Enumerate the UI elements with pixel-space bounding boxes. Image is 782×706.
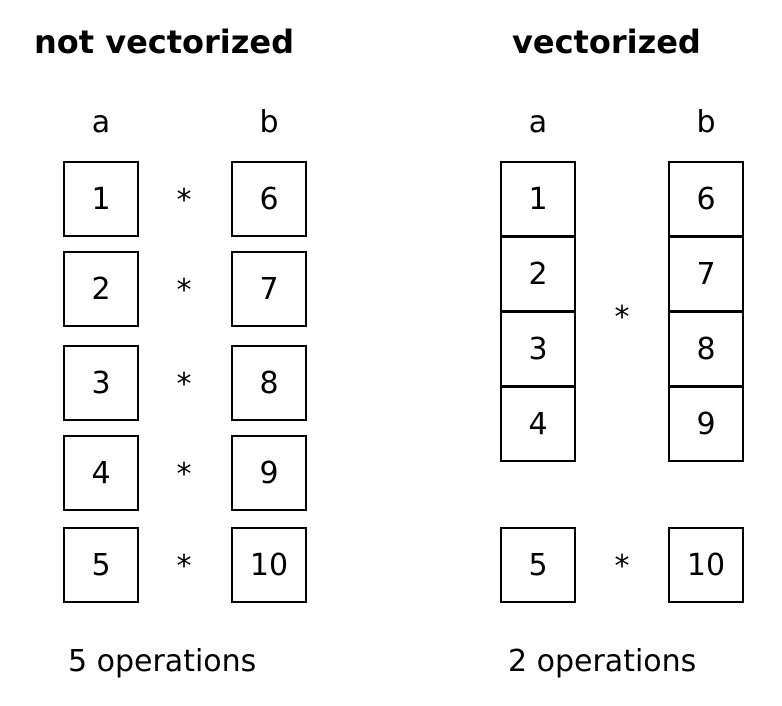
right-b-cell: 7 xyxy=(668,236,744,312)
caption-left: 5 operations xyxy=(68,644,257,679)
right-a-cell: 3 xyxy=(500,311,576,387)
multiply-operator: * xyxy=(176,183,192,218)
right-col-a-label: a xyxy=(528,105,548,140)
caption-right: 2 operations xyxy=(508,644,697,679)
right-a-cell: 2 xyxy=(500,236,576,312)
right-b-cell: 8 xyxy=(668,311,744,387)
left-b-cell: 9 xyxy=(231,435,307,511)
right-b-cell: 6 xyxy=(668,161,744,237)
left-a-cell: 1 xyxy=(63,161,139,237)
left-col-b-label: b xyxy=(259,105,279,140)
right-b-cell: 10 xyxy=(668,527,744,603)
right-a-cell: 1 xyxy=(500,161,576,237)
left-a-cell: 5 xyxy=(63,527,139,603)
title-not-vectorized: not vectorized xyxy=(34,23,294,61)
right-a-cell: 4 xyxy=(500,386,576,462)
right-a-cell: 5 xyxy=(500,527,576,603)
multiply-operator: * xyxy=(176,549,192,584)
left-a-cell: 3 xyxy=(63,345,139,421)
left-b-cell: 10 xyxy=(231,527,307,603)
left-a-cell: 2 xyxy=(63,251,139,327)
left-b-cell: 8 xyxy=(231,345,307,421)
multiply-operator: * xyxy=(176,457,192,492)
right-b-cell: 9 xyxy=(668,386,744,462)
left-b-cell: 6 xyxy=(231,161,307,237)
title-vectorized: vectorized xyxy=(512,23,701,61)
left-a-cell: 4 xyxy=(63,435,139,511)
left-col-a-label: a xyxy=(91,105,111,140)
left-b-cell: 7 xyxy=(231,251,307,327)
multiply-operator: * xyxy=(614,549,630,584)
multiply-operator: * xyxy=(176,273,192,308)
multiply-operator: * xyxy=(614,300,630,335)
right-col-b-label: b xyxy=(696,105,716,140)
multiply-operator: * xyxy=(176,367,192,402)
